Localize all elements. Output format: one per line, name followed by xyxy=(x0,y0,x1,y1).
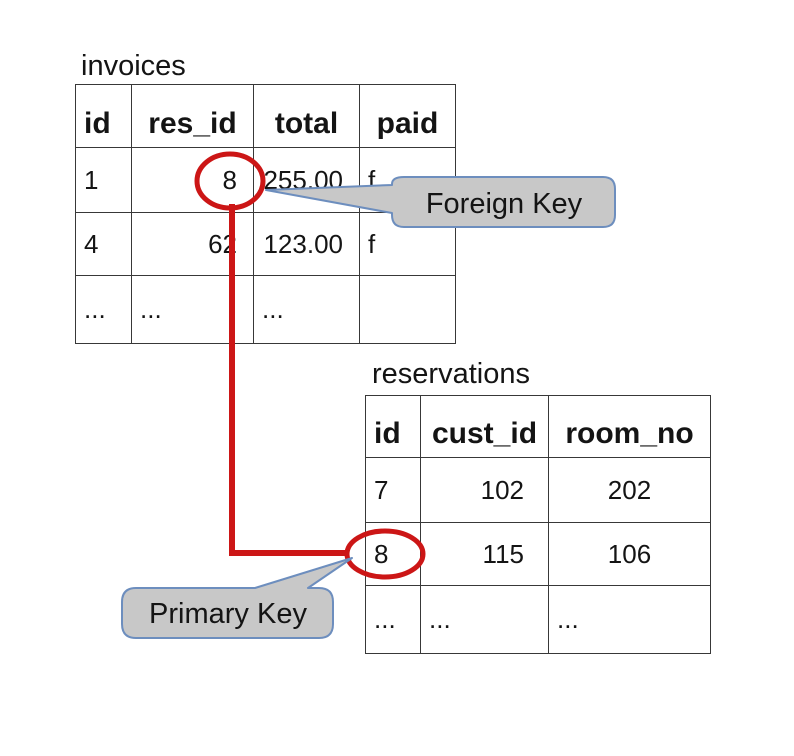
table-row: ... ... ... xyxy=(365,585,711,654)
reservations-table: id cust_id room_no 7 102 202 8 115 106 .… xyxy=(365,395,711,654)
invoices-table: id res_id total paid 1 8 255.00 f 4 62 1… xyxy=(75,84,456,344)
table-cell: 255.00 xyxy=(253,147,360,213)
column-header-res_id: res_id xyxy=(131,84,254,148)
table-cell: 115 xyxy=(420,522,549,586)
column-header-id: id xyxy=(75,84,132,148)
column-header-total: total xyxy=(253,84,360,148)
table-cell: 102 xyxy=(420,457,549,523)
table-cell: 106 xyxy=(548,522,711,586)
table-cell: f xyxy=(359,147,456,213)
table-cell: 202 xyxy=(548,457,711,523)
pk-value-cell: 8 xyxy=(365,522,421,586)
column-header-paid: paid xyxy=(359,84,456,148)
primary-key-callout-label: Primary Key xyxy=(149,598,307,630)
column-header-id: id xyxy=(365,395,421,458)
table-row: 8 115 106 xyxy=(365,522,711,586)
fk-value-cell: 8 xyxy=(131,147,254,213)
table-cell: f xyxy=(359,212,456,276)
primary-key-callout-bubble xyxy=(121,557,353,639)
table-cell: ... xyxy=(548,585,711,654)
table-cell: ... xyxy=(253,275,360,344)
table-cell: 4 xyxy=(75,212,132,276)
invoices-header-row: id res_id total paid xyxy=(75,84,456,148)
reservations-table-title: reservations xyxy=(372,358,530,390)
table-cell xyxy=(359,275,456,344)
table-cell: ... xyxy=(75,275,132,344)
column-header-room_no: room_no xyxy=(548,395,711,458)
table-row: 1 8 255.00 f xyxy=(75,147,456,213)
table-cell: 1 xyxy=(75,147,132,213)
table-cell: ... xyxy=(131,275,254,344)
reservations-header-row: id cust_id room_no xyxy=(365,395,711,458)
table-row: 7 102 202 xyxy=(365,457,711,523)
table-row: 4 62 123.00 f xyxy=(75,212,456,276)
table-row: ... ... ... xyxy=(75,275,456,344)
table-cell: 62 xyxy=(131,212,254,276)
column-header-cust_id: cust_id xyxy=(420,395,549,458)
table-cell: 7 xyxy=(365,457,421,523)
invoices-table-title: invoices xyxy=(81,50,186,82)
table-cell: ... xyxy=(420,585,549,654)
table-cell: ... xyxy=(365,585,421,654)
table-cell: 123.00 xyxy=(253,212,360,276)
